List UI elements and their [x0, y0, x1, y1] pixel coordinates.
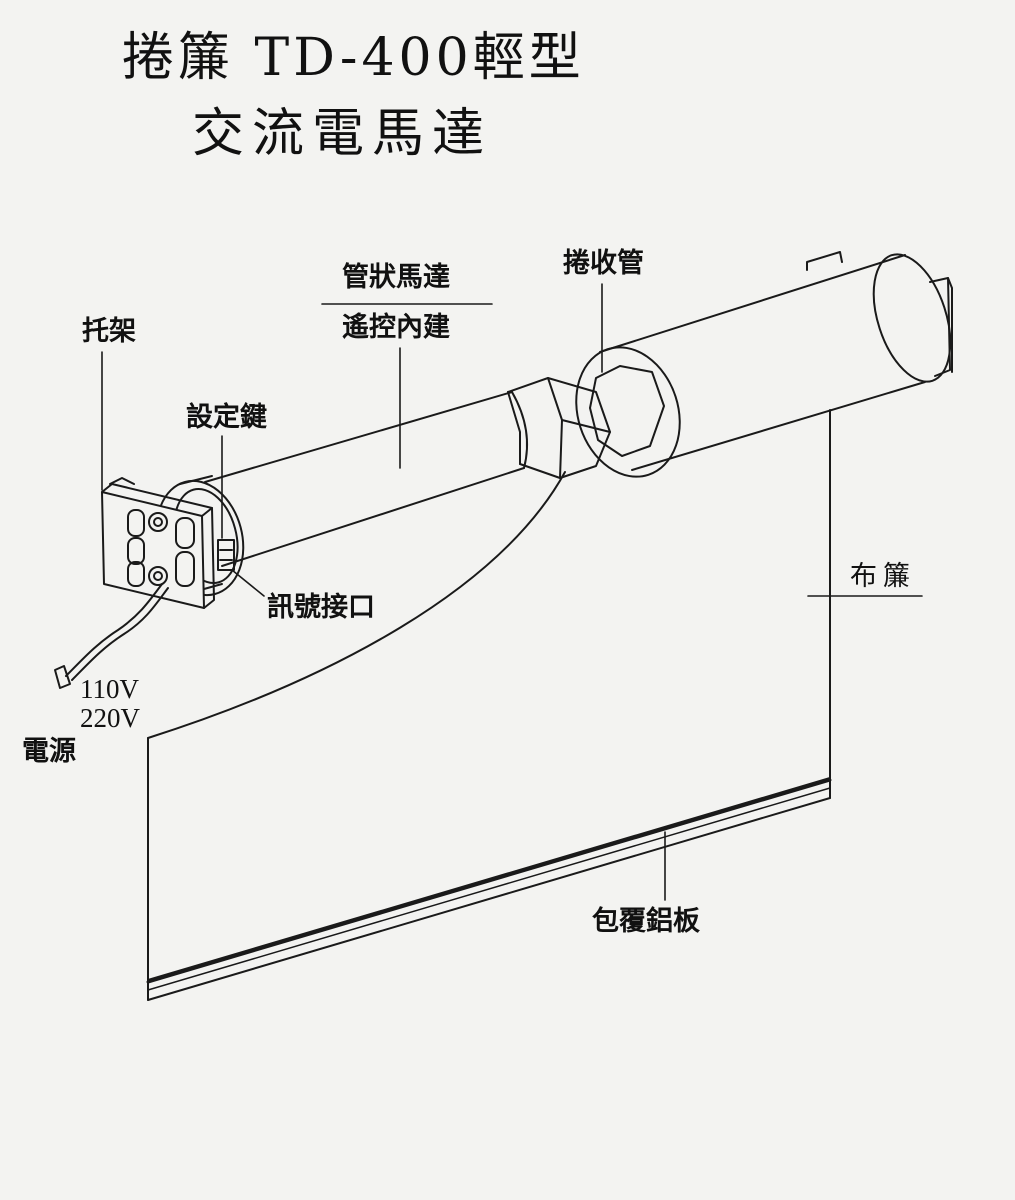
label-fabric: 布簾	[850, 561, 916, 592]
label-voltage-110: 110V	[80, 674, 139, 704]
label-roller-tube: 捲收管	[563, 248, 644, 279]
bottom-rail	[146, 778, 832, 991]
label-signal-port: 訊號接口	[267, 592, 375, 623]
label-remote-builtin: 遙控內建	[342, 312, 450, 343]
leader-signal	[231, 569, 265, 597]
mounting-bracket	[101, 477, 215, 609]
label-bracket: 托架	[82, 316, 136, 347]
label-bottom-rail: 包覆鋁板	[592, 906, 700, 937]
leader-lines	[101, 283, 923, 901]
signal-port	[217, 539, 235, 571]
label-setting-key: 設定鍵	[186, 402, 267, 433]
title-line-2: 交流電馬達	[192, 104, 493, 164]
title-line-1: 捲簾 TD-400輕型	[122, 28, 585, 88]
label-voltage-220: 220V	[80, 703, 140, 733]
tubular-motor	[204, 391, 529, 567]
power-cord	[54, 583, 169, 689]
roller-tube	[575, 251, 953, 478]
label-power: 電源	[22, 736, 76, 767]
fabric-curtain	[147, 409, 831, 1001]
label-tube-motor: 管狀馬達	[342, 262, 450, 293]
hex-adapter	[507, 377, 611, 479]
